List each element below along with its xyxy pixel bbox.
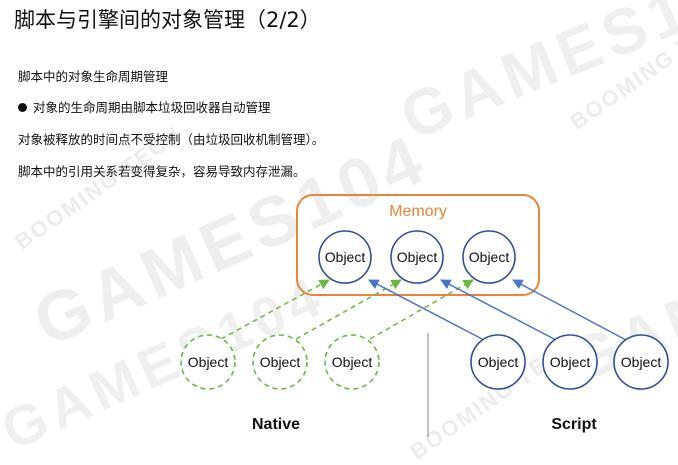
script-object-label: Object [478,354,519,370]
script-object-label: Object [550,354,591,370]
slide-title: 脚本与引擎间的对象管理（2/2） [14,8,321,32]
text-line-bullet: 对象的生命周期由脚本垃圾回收器自动管理 [18,97,271,116]
memory-object: Object [318,230,372,284]
script-reference-arrow [440,279,557,341]
native-object: Object [252,334,308,390]
memory-label: Memory [389,203,447,220]
text-line: 脚本中的引用关系若变得复杂，容易导致内存泄漏。 [18,164,306,179]
memory-object-label: Object [469,249,510,265]
script-reference-arrow [512,279,627,341]
memory-object-label: Object [325,249,366,265]
text-line: 对象被释放的时间点不受控制（由垃圾回收机制管理）。 [18,132,325,147]
memory-object: Object [462,230,516,284]
text-line-heading: 脚本中的对象生命周期管理 [18,69,169,84]
native-reference-arrow [220,279,330,340]
native-reference-arrow [369,279,474,340]
native-object-label: Object [332,354,373,370]
script-reference-arrow [368,279,485,341]
script-object-label: Object [621,354,662,370]
bullet-icon [18,103,27,112]
object-management-diagram: Memory Object Object Object Object Objec… [180,194,669,437]
memory-object-label: Object [397,249,438,265]
native-object: Object [180,334,236,390]
native-label: Native [252,416,300,433]
native-object-label: Object [188,354,229,370]
script-label: Script [551,416,597,433]
script-object: Object [613,334,669,390]
native-object: Object [324,334,380,390]
memory-object: Object [390,230,444,284]
bullet-text: 对象的生命周期由脚本垃圾回收器自动管理 [33,100,271,115]
native-reference-arrow [295,279,402,340]
script-object: Object [542,334,598,390]
script-object: Object [470,334,526,390]
memory-box [296,194,540,296]
native-object-label: Object [260,354,301,370]
